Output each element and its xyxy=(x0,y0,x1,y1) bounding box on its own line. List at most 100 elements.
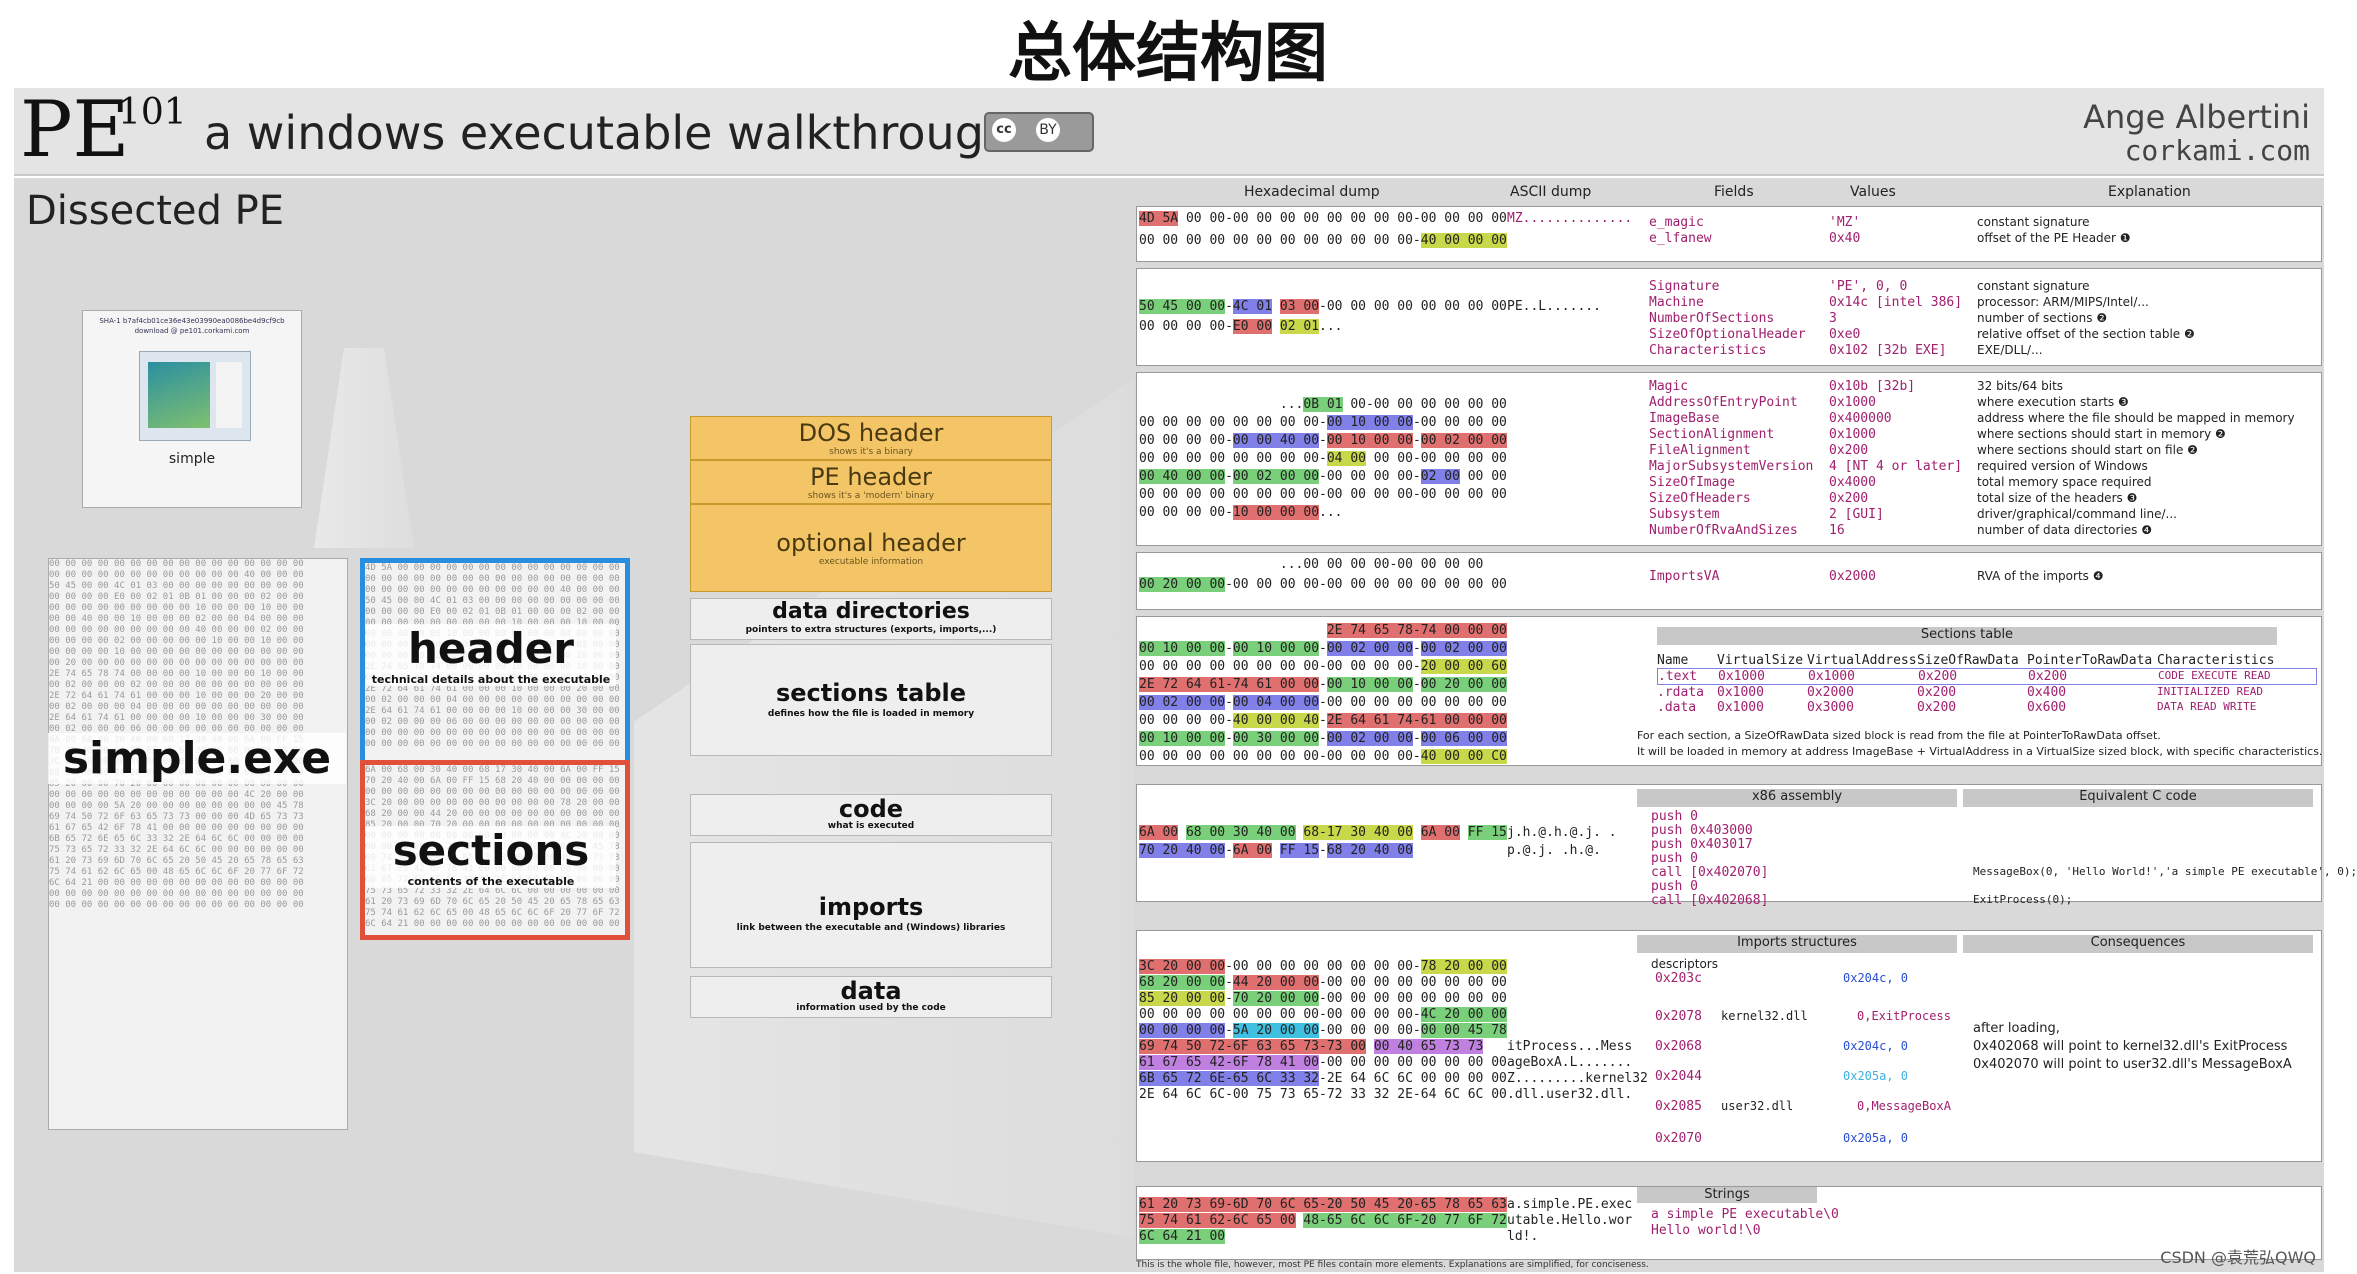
header-title: header xyxy=(366,624,616,673)
imports-structures-title: Imports structures xyxy=(1637,935,1957,953)
simple-exe-label: simple.exe xyxy=(48,733,346,784)
import-entry: 0x2068 xyxy=(1655,1039,1702,1054)
sections-table-header: Characteristics xyxy=(2157,653,2275,668)
opt-value-3: 0x1000 xyxy=(1829,427,1876,442)
code-subtitle: what is executed xyxy=(827,821,915,831)
import-entry: 0x203c xyxy=(1655,971,1702,986)
banner: PE 101 a windows executable walkthrough … xyxy=(14,88,2324,176)
strings-panel: 61 20 73 69-6D 70 6C 65-20 50 45 20-65 7… xyxy=(1136,1186,2322,1260)
opt-exp-2: address where the file should be mapped … xyxy=(1977,411,2295,425)
asm-line: push 0 xyxy=(1651,879,1698,894)
opt-exp-8: driver/graphical/command line/... xyxy=(1977,507,2177,521)
sections-table-block[interactable]: sections table defines how the file is l… xyxy=(690,644,1052,756)
opt-field-7: SizeOfHeaders xyxy=(1649,491,1751,506)
sections-title: sections xyxy=(366,826,616,875)
data-directories-panel: ...00 00 00 00-00 00 00 00 00 20 00 00-0… xyxy=(1136,552,2322,610)
pe-value-0: 'PE', 0, 0 xyxy=(1829,279,1908,294)
opt-value-5: 4 [NT 4 or later] xyxy=(1829,459,1963,474)
import-lib: user32.dll xyxy=(1721,1099,1794,1113)
dos-field-0: e_magic xyxy=(1649,215,1704,230)
table-cell: DATA READ WRITE xyxy=(2157,700,2257,713)
sections-table-panel: 2E 74 65 78-74 00 00 00 00 10 00 00-00 1… xyxy=(1136,616,2322,766)
pe-exp-1: processor: ARM/MIPS/Intel/... xyxy=(1977,295,2149,309)
data-directories-block[interactable]: data directories pointers to extra struc… xyxy=(690,598,1052,640)
opt-value-6: 0x4000 xyxy=(1829,475,1876,490)
author-site: corkami.com xyxy=(2124,134,2310,167)
pe-value-1: 0x14c [intel 386] xyxy=(1829,295,1963,310)
dos-value-0: 'MZ' xyxy=(1829,215,1861,230)
data-block[interactable]: data information used by the code xyxy=(690,976,1052,1018)
import-entry: 0x2078 xyxy=(1655,1009,1702,1024)
header-label-group: header technical details about the execu… xyxy=(366,624,616,686)
author-name: Ange Albertini xyxy=(2083,98,2310,136)
asm-title: x86 assembly xyxy=(1637,789,1957,807)
table-row: .text 0x1000 0x1000 0x200 0x200 CODE EXE… xyxy=(1657,668,2317,685)
col-fields: Fields xyxy=(1714,184,1754,200)
imports-panel: 3C 20 00 00-00 00 00 00 00 00 00 00-78 2… xyxy=(1136,930,2322,1162)
optional-header-title: optional header xyxy=(776,529,966,557)
table-cell: 0x200 xyxy=(1917,685,1957,700)
imports-subtitle: link between the executable and (Windows… xyxy=(736,923,1006,933)
dd-field-0: ImportsVA xyxy=(1649,569,1720,584)
cc-by-license-icon: cc BY xyxy=(984,112,1094,152)
import-entry: 0x2070 xyxy=(1655,1131,1702,1146)
table-cell: 0x1000 xyxy=(1718,669,1765,684)
sections-table-header: Name xyxy=(1657,653,1689,668)
opt-value-9: 16 xyxy=(1829,523,1845,538)
sections-note-2: It will be loaded in memory at address I… xyxy=(1637,745,2323,758)
opt-exp-7: total size of the headers ❸ xyxy=(1977,491,2138,505)
table-cell: 0x200 xyxy=(1917,700,1957,715)
data-directories-title: data directories xyxy=(772,599,970,624)
dos-field-1: e_lfanew xyxy=(1649,231,1712,246)
pe-exp-0: constant signature xyxy=(1977,279,2090,293)
cc-icon: cc xyxy=(992,118,1016,142)
data-title: data xyxy=(840,977,902,1005)
file-download: download @ pe101.corkami.com xyxy=(134,327,250,335)
asm-line: call [0x402070] xyxy=(1651,865,1769,880)
table-cell: INITIALIZED READ xyxy=(2157,685,2263,698)
c-code-title: Equivalent C code xyxy=(1963,789,2313,807)
table-cell: 0x600 xyxy=(2027,700,2067,715)
dos-header-title: DOS header xyxy=(798,419,944,447)
pe-logo-superscript: 101 xyxy=(118,92,187,133)
sections-subtitle: contents of the executable xyxy=(366,875,616,888)
opt-field-1: AddressOfEntryPoint xyxy=(1649,395,1798,410)
import-entry: 0x2044 xyxy=(1655,1069,1702,1084)
page-title: 总体结构图 xyxy=(1008,17,1328,91)
sections-table-title: Sections table xyxy=(1657,627,2277,645)
dos-exp-1: offset of the PE Header ❶ xyxy=(1977,231,2131,245)
code-block[interactable]: code what is executed xyxy=(690,794,1052,836)
dos-exp-0: constant signature xyxy=(1977,215,2090,229)
table-cell: .text xyxy=(1658,669,1698,684)
diagram-canvas: Dissected PE SHA-1 b7af4cb01ce36e43e0399… xyxy=(14,178,2357,1272)
c-line: ExitProcess(0); xyxy=(1973,893,2073,906)
opt-field-8: Subsystem xyxy=(1649,507,1720,522)
watermark: CSDN @袁荒弘QWQ xyxy=(2160,1248,2316,1267)
opt-value-8: 2 [GUI] xyxy=(1829,507,1884,522)
sections-label-group: sections contents of the executable xyxy=(366,826,616,888)
strings-ascii: ld!. xyxy=(1507,1229,1539,1244)
optional-header-panel: ...0B 01 00-00 00 00 00 00 00 00 00 00 0… xyxy=(1136,372,2322,546)
optional-header-block[interactable]: optional header executable information xyxy=(690,504,1052,592)
opt-exp-0: 32 bits/64 bits xyxy=(1977,379,2064,393)
asm-line: push 0x403000 xyxy=(1651,823,1753,838)
dissected-pe-title: Dissected PE xyxy=(26,188,284,234)
table-row: .data 0x1000 0x3000 0x200 0x600 DATA REA… xyxy=(1657,700,2317,715)
import-func: 0,ExitProcess xyxy=(1857,1009,1951,1023)
simple-exe-hexdump: 00 00 00 00 00 00 00 00 00 00 00 00 00 0… xyxy=(48,558,348,1130)
sections-table-header: PointerToRawData xyxy=(2027,653,2153,668)
pe-header-block[interactable]: PE header shows it's a 'modern' binary xyxy=(690,460,1052,504)
sections-table-subtitle: defines how the file is loaded in memory xyxy=(767,709,975,719)
optional-header-subtitle: executable information xyxy=(818,557,924,567)
opt-field-9: NumberOfRvaAndSizes xyxy=(1649,523,1798,538)
opt-value-0: 0x10b [32b] xyxy=(1829,379,1916,394)
sections-table-header: SizeOfRawData xyxy=(1917,653,2019,668)
imports-block[interactable]: imports link between the executable and … xyxy=(690,842,1052,968)
strings-ascii: a.simple.PE.exec xyxy=(1507,1197,1633,1212)
dos-header-block[interactable]: DOS header shows it's a binary xyxy=(690,416,1052,460)
asm-line: call [0x402068] xyxy=(1651,893,1769,908)
sections-note-1: For each section, a SizeOfRawData sized … xyxy=(1637,729,2161,742)
code-title: code xyxy=(838,795,904,823)
pe-header-panel: 50 45 00 00-4C 01 03 00-00 00 00 00 00 0… xyxy=(1136,268,2322,366)
opt-exp-3: where sections should start in memory ❷ xyxy=(1977,427,2226,441)
